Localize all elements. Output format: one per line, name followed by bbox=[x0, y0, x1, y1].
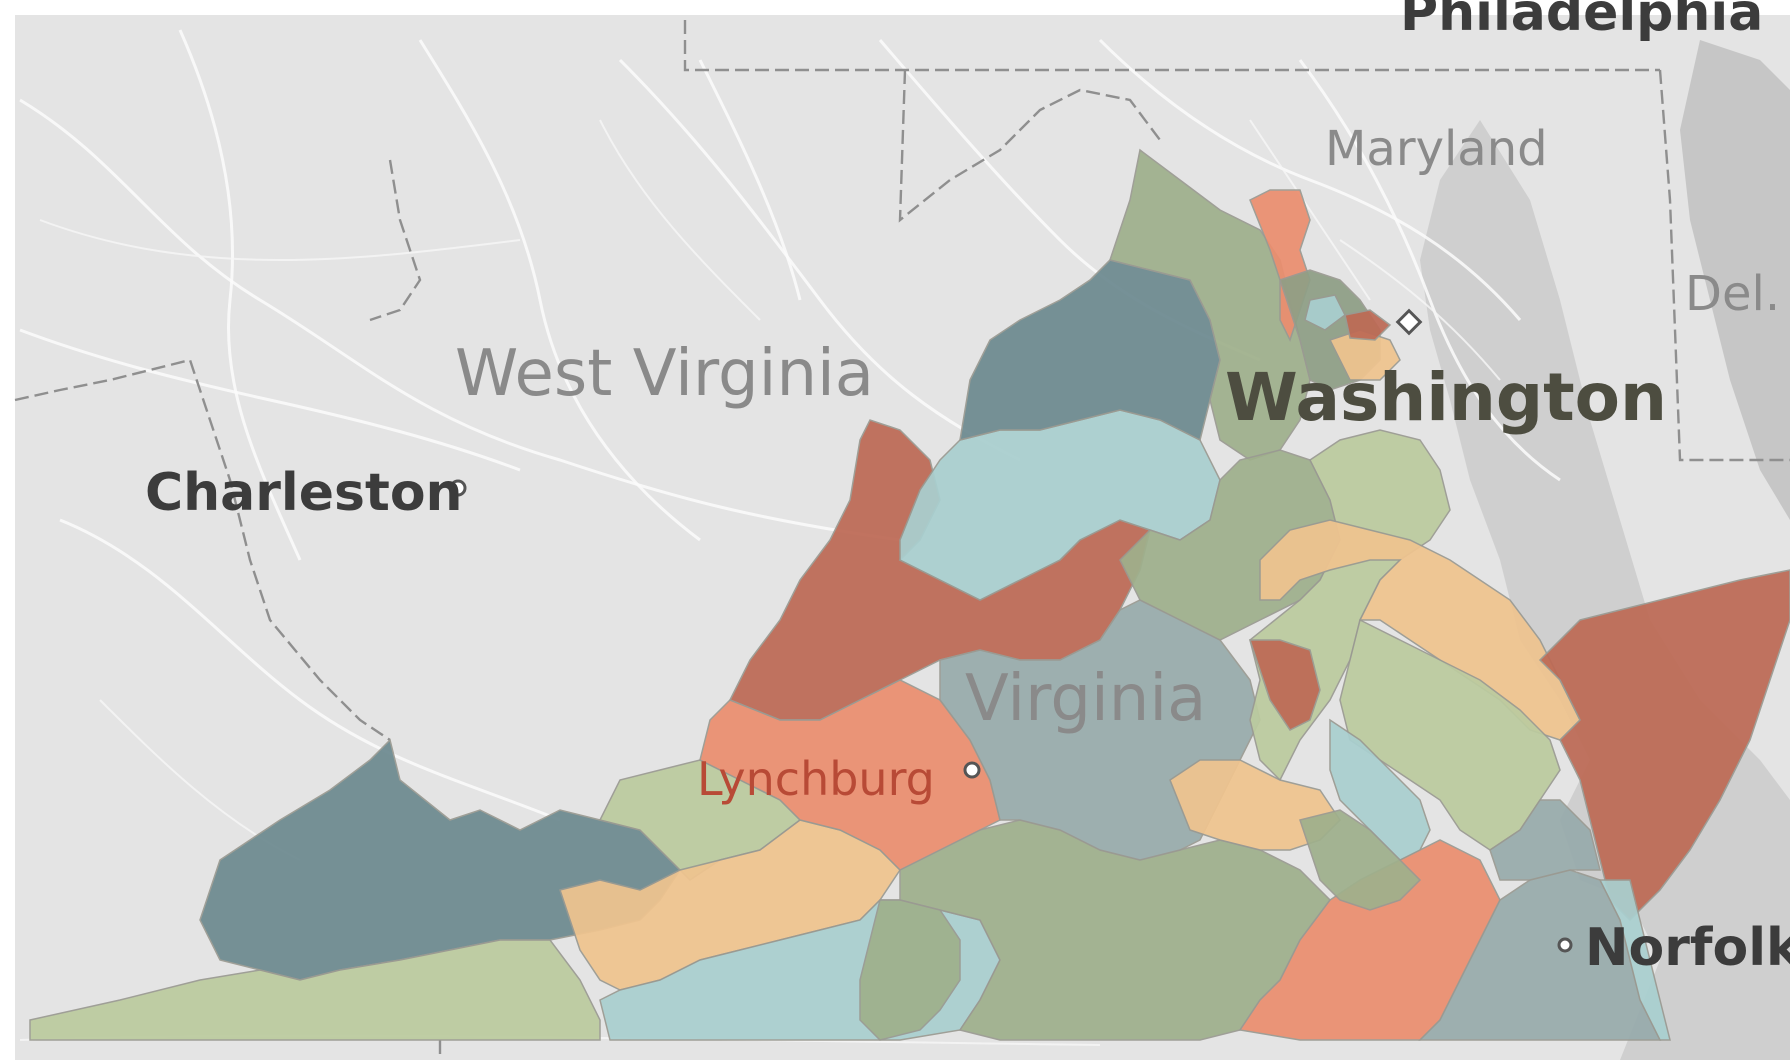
charleston-dot bbox=[449, 479, 467, 497]
maryland-label: Maryland bbox=[1325, 121, 1548, 177]
district-southwest-sage[interactable] bbox=[29, 939, 601, 1041]
district-sage-south-middle[interactable] bbox=[859, 899, 961, 1041]
norfolk-label: Norfolk bbox=[1585, 918, 1790, 978]
district-grayblue-hampton[interactable] bbox=[1489, 799, 1601, 881]
washington-label: Washington bbox=[1225, 359, 1667, 436]
norfolk-dot bbox=[1557, 937, 1573, 953]
city-markers bbox=[449, 308, 1573, 953]
virginia-districts[interactable] bbox=[29, 148, 1790, 1041]
state-borders bbox=[14, 20, 1790, 1060]
delaware-bay-water bbox=[1680, 40, 1790, 520]
district-teal-river[interactable] bbox=[1329, 718, 1431, 861]
district-terracotta-eastern-shore[interactable] bbox=[1538, 569, 1790, 922]
philadelphia-label: Philadelphia bbox=[1400, 0, 1763, 43]
washington-marker bbox=[1395, 308, 1423, 336]
virginia-label: Virginia bbox=[965, 662, 1206, 736]
district-sage-north[interactable] bbox=[1109, 148, 1311, 461]
map-labels: Philadelphia Maryland Del. West Virginia… bbox=[145, 0, 1790, 978]
district-dc-mosaic-teal[interactable] bbox=[1304, 294, 1346, 331]
district-terracotta-richmond[interactable] bbox=[1248, 639, 1321, 731]
road-network bbox=[19, 29, 1561, 1046]
district-dc-mosaic-terracotta[interactable] bbox=[1344, 309, 1392, 341]
district-sage-lower-peninsula[interactable] bbox=[1299, 809, 1422, 911]
lynchburg-dot bbox=[963, 761, 981, 779]
lynchburg-label: Lynchburg bbox=[697, 752, 935, 806]
west-virginia-label: West Virginia bbox=[455, 337, 874, 411]
charleston-label: Charleston bbox=[145, 463, 463, 523]
delaware-label: Del. bbox=[1685, 266, 1780, 322]
district-teal-norfolk[interactable] bbox=[1598, 879, 1671, 1041]
